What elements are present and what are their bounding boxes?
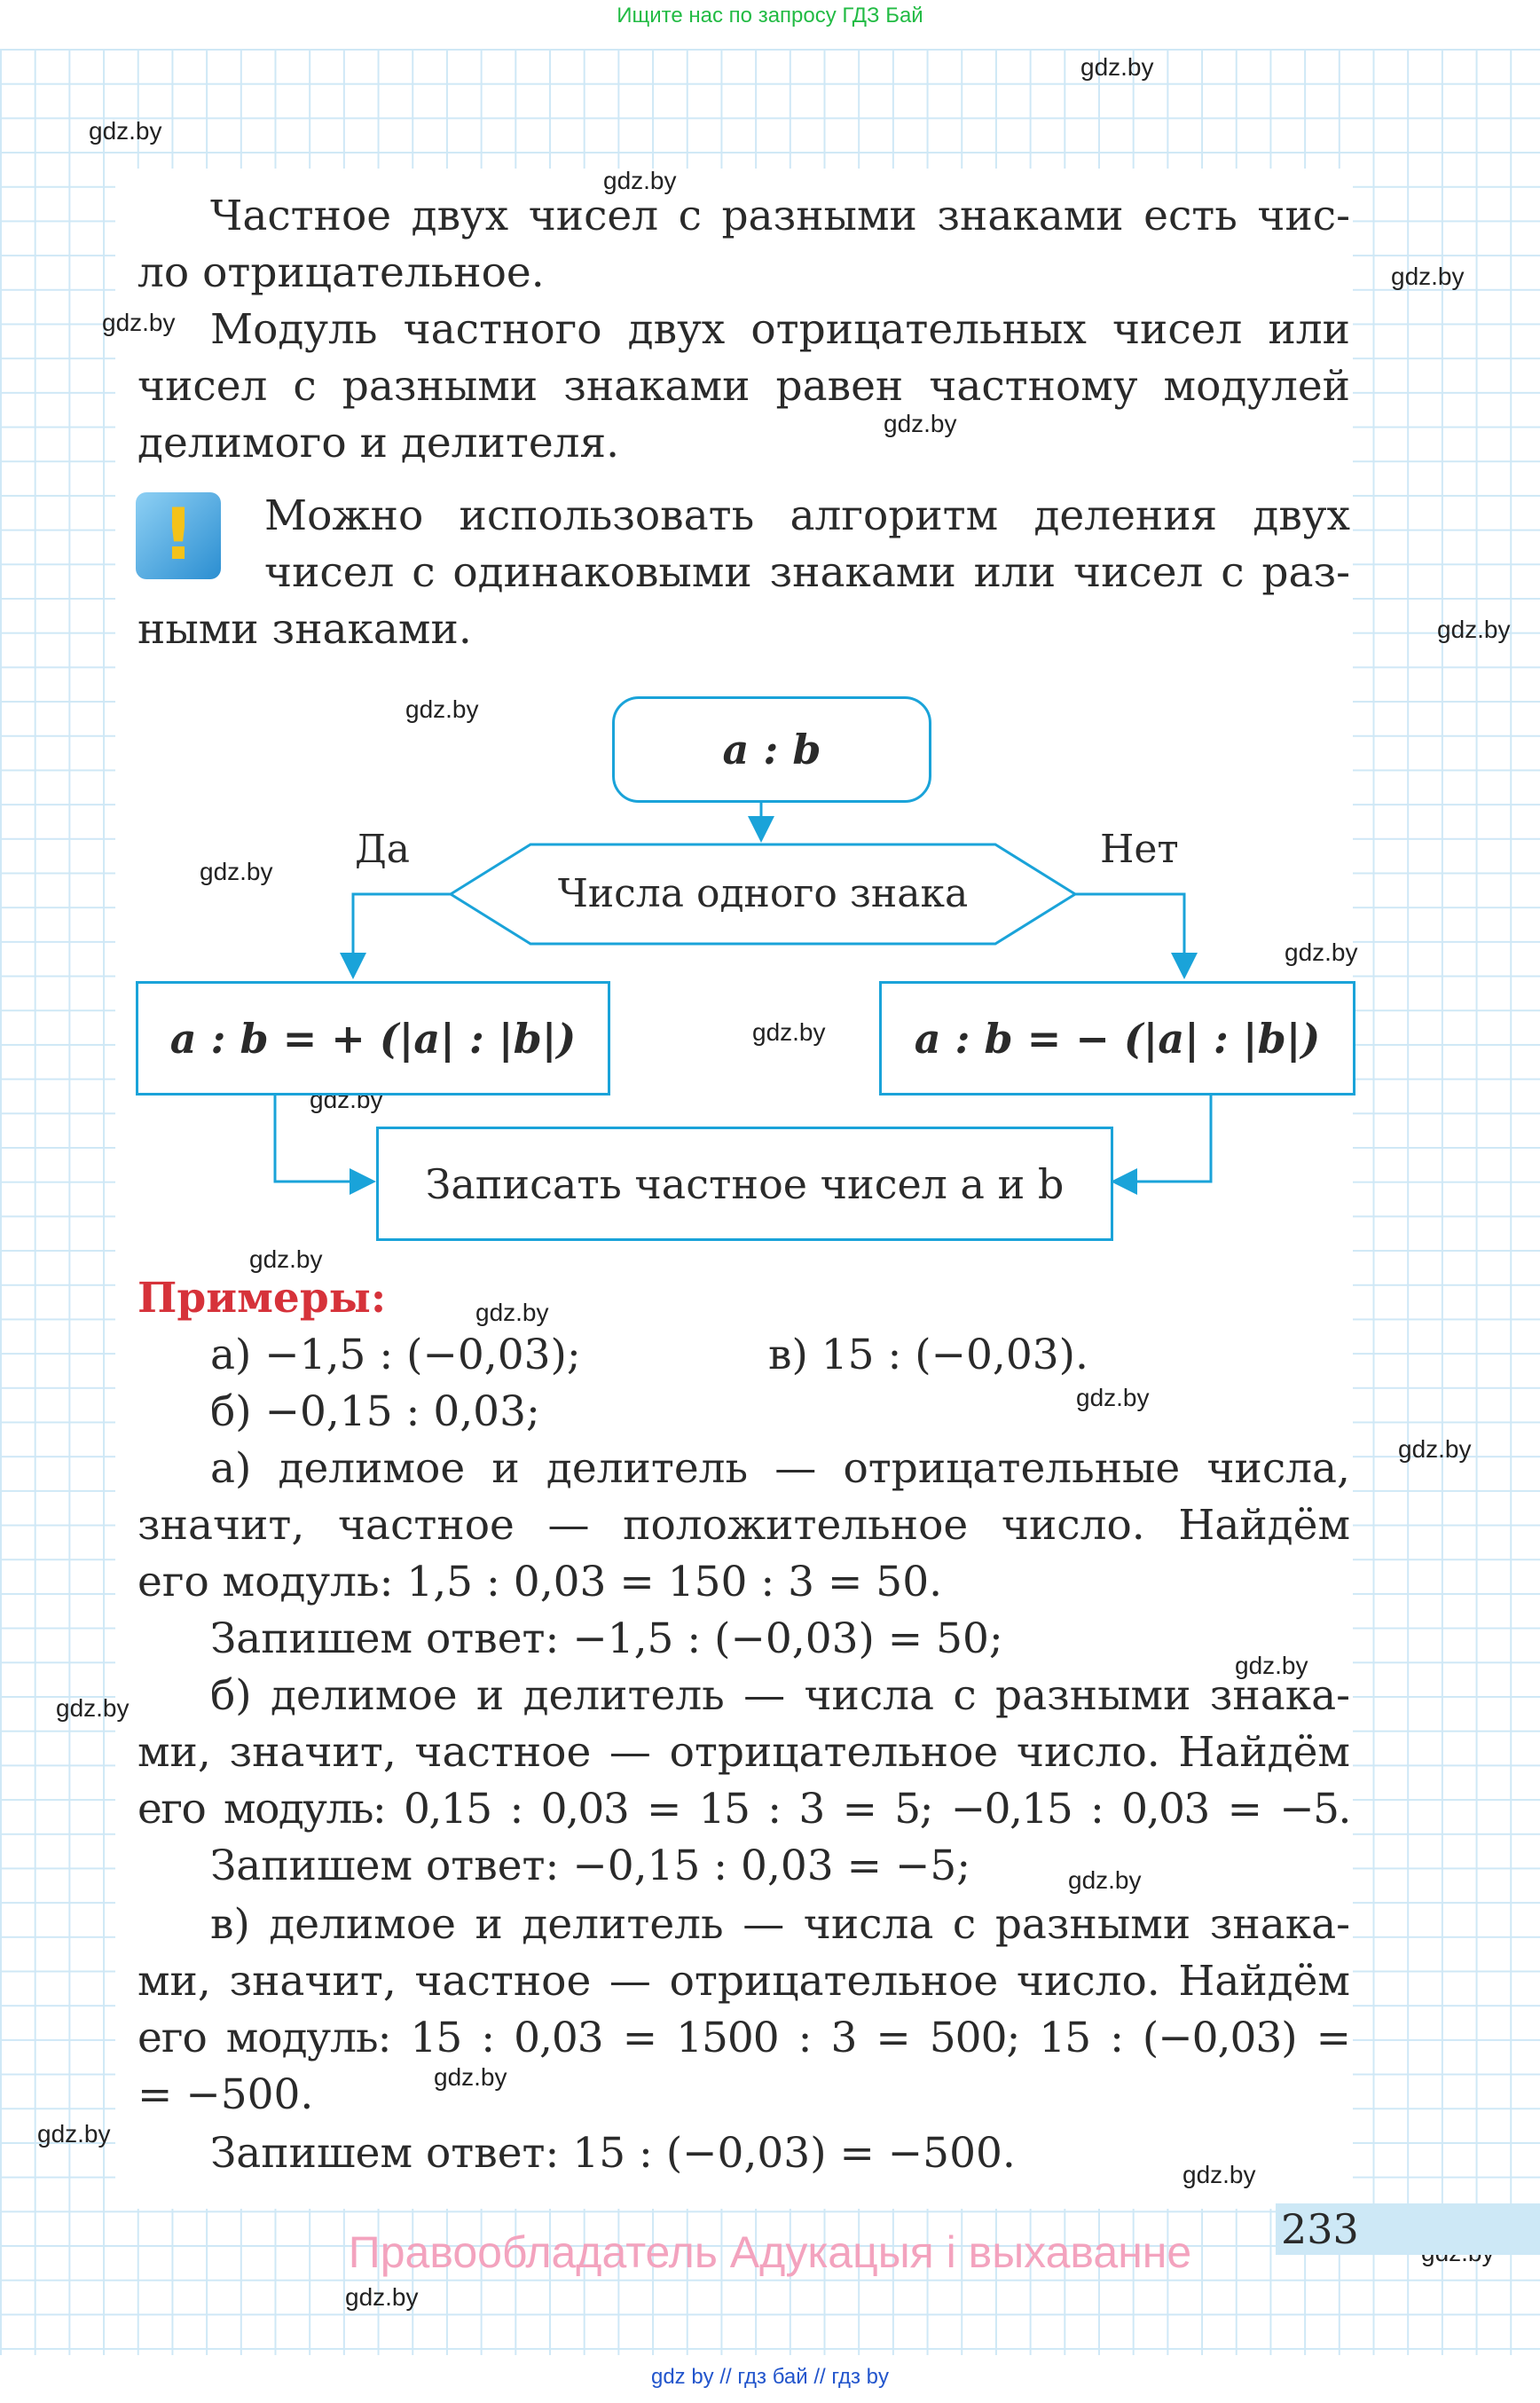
flowchart-end: Записать частное чисел a и b bbox=[376, 1127, 1113, 1241]
watermark: gdz.by bbox=[37, 2120, 111, 2148]
bottom-links[interactable]: gdz by // гдз бай // гдз by bbox=[650, 2365, 890, 2389]
watermark: gdz.by bbox=[1182, 2161, 1256, 2188]
solution-line: б) делимое и делитель — числа с разными … bbox=[210, 1671, 1350, 1720]
example-task: в) 15 : (−0,03). bbox=[768, 1331, 1088, 1379]
rule-line: Модуль частного двух отрицательных чисел… bbox=[210, 305, 1350, 354]
solution-line: его модуль: 0,15 : 0,03 = 15 : 3 = 5; −0… bbox=[138, 1785, 1352, 1834]
flowchart-right-box: a : b = − (|a| : |b|) bbox=[879, 981, 1355, 1095]
watermark: gdz.by bbox=[1398, 1435, 1472, 1463]
watermark: gdz.by bbox=[102, 309, 176, 336]
watermark: gdz.by bbox=[200, 858, 273, 885]
copyright-notice: Правообладатель Адукацыя і выхаванне bbox=[348, 2227, 1192, 2277]
rule-line: делимого и делителя. bbox=[138, 419, 620, 467]
solution-line: а) делимое и делитель — отрицательные чи… bbox=[210, 1444, 1350, 1493]
note-line: чисел с одинаковыми знаками или чисел с … bbox=[264, 548, 1350, 597]
watermark: gdz.by bbox=[752, 1018, 826, 1046]
solution-line: = −500. bbox=[138, 2070, 314, 2119]
watermark: gdz.by bbox=[249, 1245, 323, 1273]
watermark: gdz.by bbox=[1068, 1866, 1142, 1894]
flowchart-decision: Числа одного знака bbox=[557, 871, 969, 916]
watermark: gdz.by bbox=[434, 2063, 507, 2091]
watermark: gdz.by bbox=[89, 117, 162, 145]
note-line: Можно использовать алгоритм деления двух bbox=[264, 491, 1350, 540]
watermark: gdz.by bbox=[1235, 1652, 1308, 1679]
flowchart-left-box: a : b = + (|a| : |b|) bbox=[136, 981, 610, 1095]
note-line: ными знаками. bbox=[138, 605, 472, 654]
watermark: gdz.by bbox=[475, 1299, 549, 1326]
solution-line: Запишем ответ: −1,5 : (−0,03) = 50; bbox=[210, 1614, 1003, 1663]
flowchart-yes-label: Да bbox=[355, 827, 411, 872]
watermark: gdz.by bbox=[1285, 938, 1358, 966]
watermark: gdz.by bbox=[884, 410, 957, 437]
rule-line: Частное двух чисел с разными знаками ест… bbox=[210, 192, 1350, 240]
watermark: gdz.by bbox=[1391, 263, 1465, 290]
watermark: gdz.by bbox=[1076, 1384, 1150, 1411]
flowchart-no-label: Нет bbox=[1100, 827, 1179, 872]
watermark: gdz.by bbox=[405, 695, 479, 723]
solution-line: в) делимое и делитель — числа с разными … bbox=[210, 1900, 1350, 1949]
solution-line: значит, частное — положительное число. Н… bbox=[138, 1501, 1350, 1550]
page-number: 233 bbox=[1276, 2203, 1540, 2255]
watermark: gdz.by bbox=[1080, 53, 1154, 81]
solution-line: его модуль: 15 : 0,03 = 1500 : 3 = 500; … bbox=[138, 2014, 1351, 2062]
solution-line: Запишем ответ: −0,15 : 0,03 = −5; bbox=[210, 1842, 971, 1890]
rule-line: чисел с разными знаками равен частному м… bbox=[138, 362, 1350, 411]
example-task: а) −1,5 : (−0,03); bbox=[210, 1331, 581, 1379]
solution-line: его модуль: 1,5 : 0,03 = 150 : 3 = 50. bbox=[138, 1558, 943, 1606]
watermark: gdz.by bbox=[603, 167, 677, 194]
flowchart-start: a : b bbox=[612, 696, 931, 803]
flowchart-lines bbox=[273, 797, 1213, 1195]
exclamation-icon: ! bbox=[136, 492, 221, 579]
watermark: gdz.by bbox=[56, 1694, 130, 1722]
solution-line: Запишем ответ: 15 : (−0,03) = −500. bbox=[210, 2129, 1016, 2178]
top-banner[interactable]: Ищите нас по запросу ГДЗ Бай bbox=[617, 4, 923, 27]
examples-header: Примеры: bbox=[138, 1274, 387, 1323]
watermark: gdz.by bbox=[1437, 616, 1511, 643]
rule-line: ло отрицательное. bbox=[138, 248, 545, 297]
example-task: б) −0,15 : 0,03; bbox=[210, 1387, 540, 1436]
solution-line: ми, значит, частное — отрицательное числ… bbox=[138, 1957, 1350, 2006]
solution-line: ми, значит, частное — отрицательное числ… bbox=[138, 1728, 1350, 1777]
watermark: gdz.by bbox=[345, 2283, 419, 2311]
